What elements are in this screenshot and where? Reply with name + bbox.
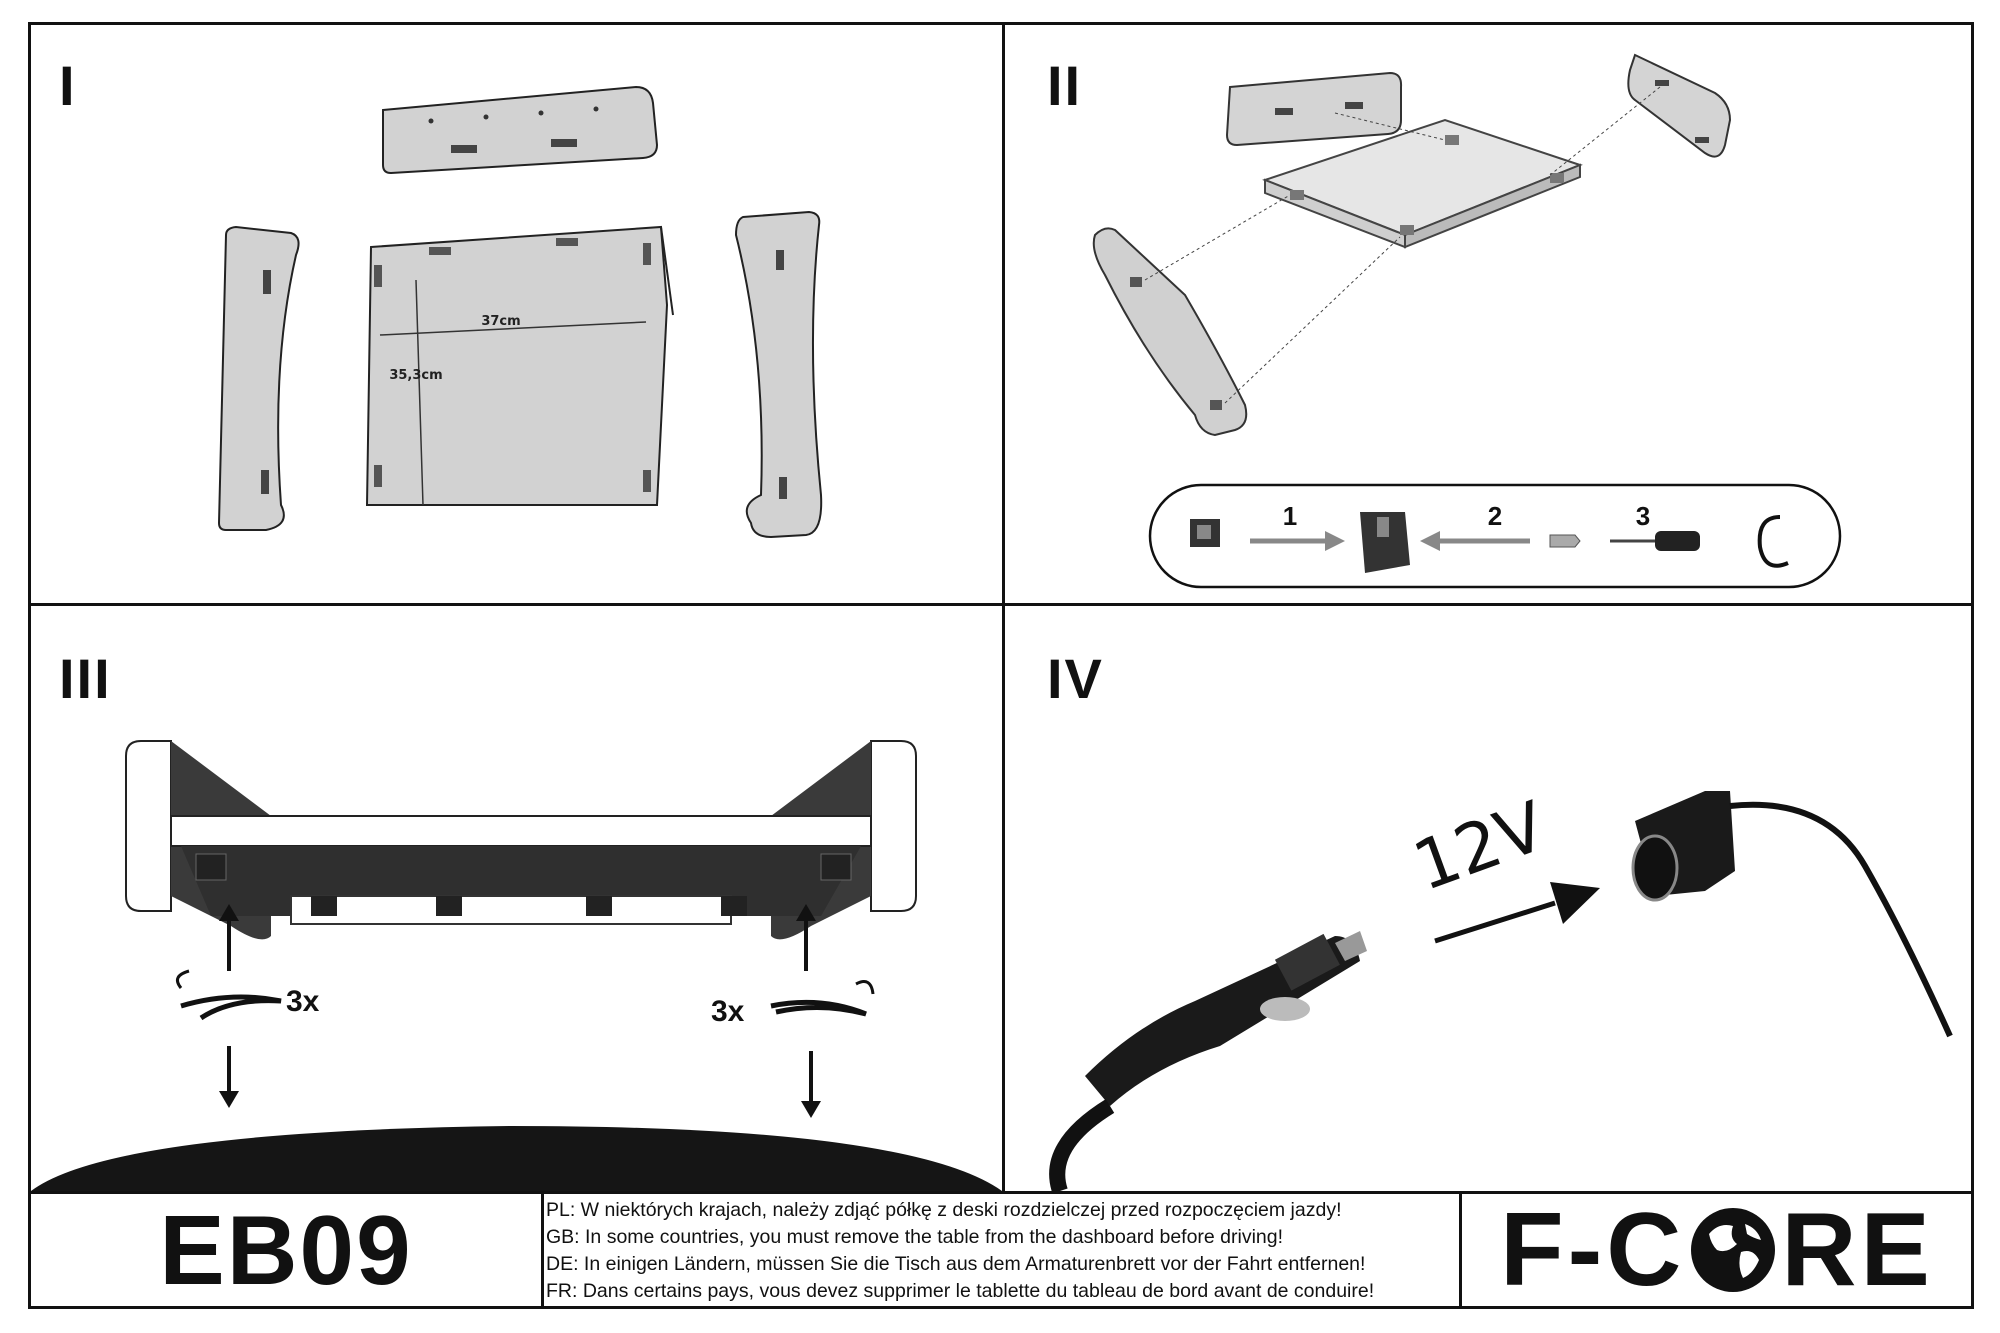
safety-warnings: PL: W niektórych krajach, należy zdjąć p… (546, 1197, 1454, 1305)
warning-gb: GB: In some countries, you must remove t… (546, 1226, 1284, 1248)
panel-numeral: I (59, 54, 77, 117)
divider-horizontal (28, 603, 1974, 606)
assembly-illustration: 1 2 3 (1092, 53, 1842, 589)
model-number: EB09 (159, 1194, 413, 1305)
mounting-illustration: 3x 3x (31, 740, 1002, 1191)
warning-de: DE: In einigen Ländern, müssen Sie die T… (546, 1253, 1366, 1275)
power-illustration: 12V (1049, 787, 1953, 1191)
step-2-label: 2 (1488, 501, 1502, 531)
back-panel-piece (382, 85, 659, 175)
panel-parts-layout: I 37cm 35,3cm (31, 25, 1002, 603)
right-side-piece (734, 210, 823, 539)
brand-text-right: RE (1781, 1191, 1934, 1308)
turns-left-label: 3x (286, 985, 320, 1018)
footer-divider (1459, 1194, 1462, 1306)
footer-divider (541, 1194, 544, 1306)
panel-numeral: IV (1047, 647, 1104, 710)
globe-icon (1691, 1208, 1776, 1292)
divider-footer (28, 1191, 1974, 1194)
instruction-sheet (28, 22, 1974, 1309)
panel-assembly: II 1 2 3 (1005, 25, 1971, 603)
voltage-label: 12V (1404, 787, 1556, 907)
parts-illustration: 37cm 35,3cm (217, 85, 823, 539)
step-1-label: 1 (1283, 501, 1297, 531)
dim-height-label: 35,3cm (389, 368, 442, 383)
panel-numeral: III (59, 647, 112, 710)
car-socket (1631, 791, 1953, 1038)
divider-vertical (1002, 22, 1005, 1192)
warning-pl: PL: W niektórych krajach, należy zdjąć p… (546, 1199, 1342, 1221)
brand-logo: F-C RE (1462, 1192, 1972, 1308)
panel-mounting: III 3x 3x (31, 606, 1002, 1191)
table-board: 37cm 35,3cm (365, 225, 674, 506)
dim-width-label: 37cm (481, 314, 520, 329)
panel-numeral: II (1047, 54, 1083, 117)
hardware-legend (1148, 483, 1842, 589)
step-3-label: 3 (1636, 501, 1650, 531)
left-side-piece (217, 225, 300, 531)
panel-power: IV 12V (1005, 606, 1971, 1191)
dashboard-surface (31, 1126, 1002, 1191)
brand-text-left: F-C (1500, 1191, 1686, 1308)
warning-fr: FR: Dans certains pays, vous devez suppr… (546, 1280, 1375, 1302)
turns-right-label: 3x (711, 995, 745, 1028)
cigarette-plug (1049, 931, 1367, 1191)
